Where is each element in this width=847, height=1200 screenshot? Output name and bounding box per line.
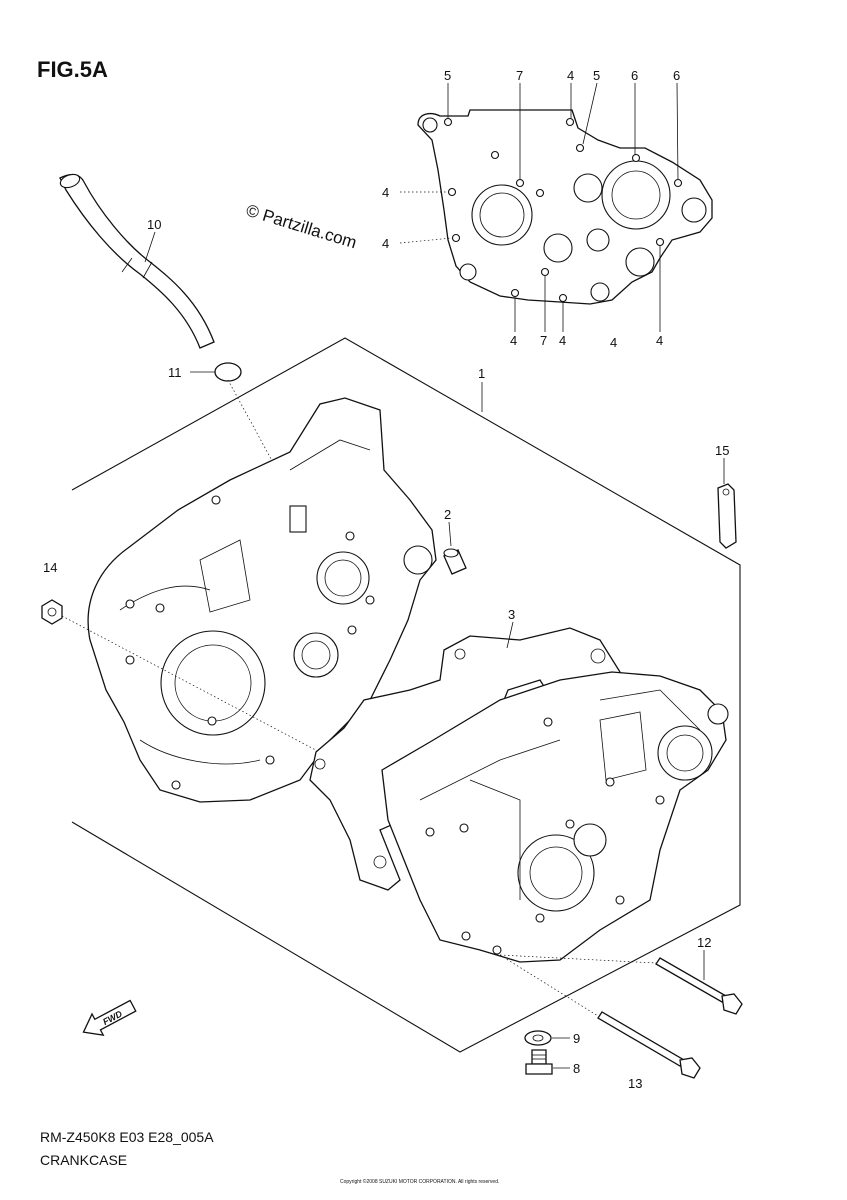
callout-14: 14 <box>43 560 57 575</box>
callout-11: 11 <box>168 365 182 380</box>
callout-9: 9 <box>573 1031 580 1046</box>
callout-4: 4 <box>656 333 663 348</box>
figure-title: FIG.5A <box>37 57 108 82</box>
callout-3: 3 <box>508 607 515 622</box>
watermark-text: © Partzilla.com <box>244 201 359 253</box>
callout-13: 13 <box>628 1076 642 1091</box>
leader-10 <box>144 231 156 263</box>
bearing-bore-left-inner <box>479 192 525 238</box>
right-main-bore <box>517 834 595 912</box>
mount-boss-right <box>681 197 707 223</box>
breather-nipple <box>289 505 307 533</box>
mount-boss-lower <box>590 282 610 302</box>
forward-arrow: FWD <box>82 999 137 1037</box>
leader-2 <box>448 521 452 547</box>
dowel-pin <box>443 548 467 575</box>
right-mount-boss <box>707 703 729 725</box>
footer-fine-print: Copyright ©2008 SUZUKI MOTOR CORPORATION… <box>340 1178 499 1185</box>
left-case-bolt-holes <box>125 495 375 790</box>
callout-4: 4 <box>382 185 389 200</box>
washer <box>524 1030 552 1046</box>
callout-4: 4 <box>567 68 574 83</box>
callout-2: 2 <box>444 507 451 522</box>
callout-7: 7 <box>516 68 523 83</box>
assembly-box <box>71 337 741 1053</box>
right-case-bolt-holes <box>425 717 665 955</box>
callout-12: 12 <box>697 935 711 950</box>
callout-6: 6 <box>631 68 638 83</box>
shaft-bore-small <box>586 228 610 252</box>
cylinder-stud-bore <box>573 173 603 203</box>
bearing-bore-left <box>471 184 533 246</box>
bearing-bore-right-inner <box>611 170 661 220</box>
callout-10: 10 <box>147 217 161 232</box>
callout-4: 4 <box>382 236 389 251</box>
bolt-13-route <box>499 954 599 1017</box>
right-crankcase-half <box>381 671 729 963</box>
bolt-13 <box>597 1011 701 1079</box>
mount-boss-lower-left <box>459 263 477 281</box>
breather-hose <box>59 173 215 349</box>
driveshaft-bore <box>293 632 339 678</box>
nut <box>41 599 63 625</box>
callout-4: 4 <box>510 333 517 348</box>
main-bearing-bore <box>160 630 266 736</box>
bolt-holes <box>443 117 683 303</box>
callout-8: 8 <box>573 1061 580 1076</box>
right-shaft-bore <box>573 823 607 857</box>
hose-clip <box>717 483 737 549</box>
model-code: RM-Z450K8 E03 E28_005A <box>40 1129 214 1145</box>
callout-7: 7 <box>540 333 547 348</box>
dowel-hole <box>422 117 438 133</box>
mount-boss <box>403 545 433 575</box>
callout-6: 6 <box>673 68 680 83</box>
right-bearing-bore <box>657 725 713 781</box>
callout-5: 5 <box>444 68 451 83</box>
section-name: CRANKCASE <box>40 1152 127 1168</box>
leader-lines-top <box>447 82 679 332</box>
callout-1: 1 <box>478 366 485 381</box>
bolt-location-view <box>399 82 713 332</box>
drain-bolt <box>525 1049 553 1075</box>
shaft-bore <box>543 233 573 263</box>
left-crankcase-half <box>87 397 437 803</box>
callout-5: 5 <box>593 68 600 83</box>
hose-clamp <box>214 362 242 382</box>
callout-15: 15 <box>715 443 729 458</box>
shaft-bore-lower <box>625 247 655 277</box>
leader-3 <box>506 621 514 649</box>
callout-4: 4 <box>559 333 566 348</box>
bolt-12 <box>655 957 743 1015</box>
callout-4: 4 <box>610 335 617 350</box>
